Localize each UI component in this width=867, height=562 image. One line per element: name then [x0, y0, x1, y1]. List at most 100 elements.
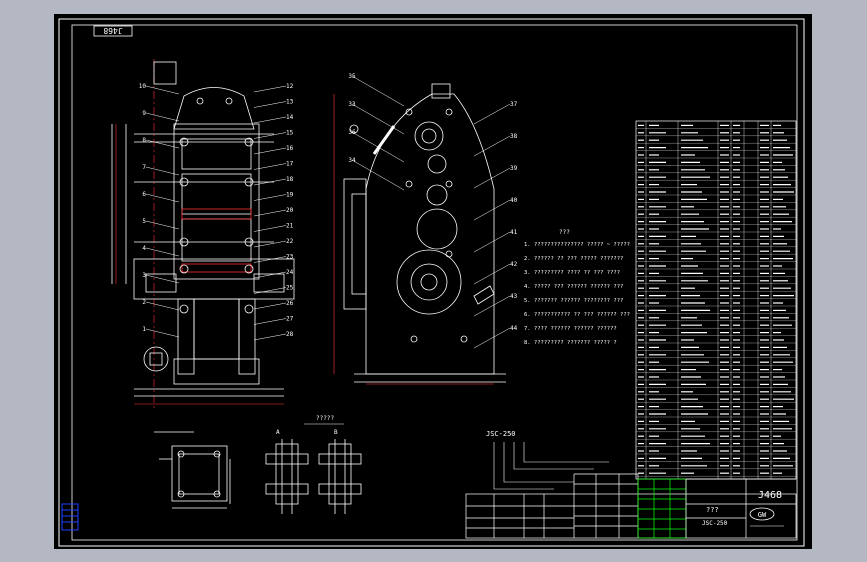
callout-balloon: 36: [348, 129, 405, 163]
front-section-view: [111, 59, 295, 409]
callout-balloon: 43: [473, 293, 518, 317]
svg-text:B: B: [334, 429, 338, 436]
callout-number: 20: [286, 207, 294, 214]
callout-balloon: 9: [142, 110, 180, 122]
callout-number: 1: [142, 326, 146, 333]
callout-number: 15: [286, 130, 294, 137]
note-line: 4. ????? ??? ?????? ?????? ???: [524, 284, 623, 290]
callout-number: 21: [286, 223, 294, 230]
callout-balloon: 37: [473, 101, 518, 125]
title-block[interactable]: [465, 473, 797, 539]
company-logo: GW: [749, 507, 784, 527]
detail-view-b: B: [318, 429, 362, 514]
left-blue-legend: [61, 503, 79, 531]
callout-number: 7: [142, 164, 146, 171]
callout-number: 26: [286, 300, 294, 307]
callout-number: 40: [510, 197, 518, 204]
title-model: JSC-250: [702, 520, 728, 527]
side-view-callouts-right: 37 38 39 40 41 42 43 44: [473, 101, 518, 349]
drawing-canvas[interactable]: J468: [54, 14, 812, 549]
note-line: 3. ????????? ???? ?? ??? ????: [524, 270, 620, 276]
callout-balloon: 8: [142, 137, 180, 149]
callout-balloon: 7: [142, 164, 180, 176]
callout-number: 27: [286, 316, 294, 323]
callout-number: 23: [286, 254, 294, 261]
callout-balloon: 16: [253, 145, 294, 155]
callout-number: 12: [286, 83, 294, 90]
callout-balloon: 25: [253, 285, 294, 294]
callout-number: 9: [142, 110, 146, 117]
callout-balloon: 35: [348, 73, 405, 107]
callout-balloon: 2: [142, 299, 180, 311]
callout-balloon: 4: [142, 245, 180, 257]
callout-number: 43: [510, 293, 518, 300]
callout-balloon: 1: [142, 326, 180, 338]
note-line: 1. ??????????????? ????? ~ ?????: [524, 242, 630, 248]
callout-number: 5: [142, 218, 146, 225]
title-small: ???: [706, 506, 719, 514]
callout-balloon: 21: [253, 223, 294, 232]
callout-number: 2: [142, 299, 146, 306]
note-line: 6. ??????????? ?? ??? ?????? ???: [524, 312, 630, 318]
note-line: 5. ??????? ?????? ???????? ???: [524, 298, 623, 304]
callout-balloon: 12: [253, 83, 294, 93]
notes-heading: ???: [559, 229, 570, 236]
callout-balloon: 3: [142, 272, 180, 284]
callout-balloon: 15: [253, 130, 294, 139]
callout-balloon: 19: [253, 192, 294, 201]
callout-number: 33: [348, 101, 356, 108]
title-code: J468: [758, 490, 782, 501]
gearbox-drawing: J468: [58, 18, 805, 547]
callout-balloon: 23: [253, 254, 294, 263]
callout-number: 18: [286, 176, 294, 183]
callout-number: 6: [142, 191, 146, 198]
callout-number: 3: [142, 272, 146, 279]
callout-balloon: 5: [142, 218, 180, 230]
callout-balloon: 13: [253, 99, 294, 108]
callout-balloon: 27: [253, 316, 294, 325]
callout-balloon: 42: [473, 261, 518, 285]
callout-balloon: 14: [253, 114, 294, 124]
callout-number: 8: [142, 137, 146, 144]
callout-balloon: 17: [253, 161, 294, 170]
callout-number: 35: [348, 73, 356, 80]
callout-number: 37: [510, 101, 518, 108]
drawing-code-text: J468: [103, 26, 122, 35]
callout-number: 17: [286, 161, 294, 168]
detail-view-a: A: [265, 429, 309, 514]
callout-number: 38: [510, 133, 518, 140]
svg-text:GW: GW: [758, 511, 767, 519]
foundation-plan-view: [154, 431, 231, 509]
callout-number: 39: [510, 165, 518, 172]
callout-number: 10: [139, 83, 147, 90]
callout-balloon: 24: [253, 269, 294, 279]
side-elevation-view: [333, 83, 506, 385]
callout-number: 13: [286, 99, 294, 106]
callout-number: 24: [286, 269, 294, 276]
side-view-callouts-left: 35 33 36 34: [348, 73, 405, 191]
callout-balloon: 41: [473, 229, 518, 253]
callout-balloon: 26: [253, 300, 294, 310]
drawing-code-box: [93, 25, 133, 37]
callout-number: 44: [510, 325, 518, 332]
note-line: 2. ?????? ?? ??? ????? ???????: [524, 256, 623, 262]
callout-balloon: 38: [473, 133, 518, 157]
note-line: 8. ????????? ??????? ????? ?: [524, 340, 617, 346]
callout-balloon: 6: [142, 191, 180, 203]
callout-number: 28: [286, 331, 294, 338]
callout-balloon: 22: [253, 238, 294, 248]
callout-number: 36: [348, 129, 356, 136]
callout-number: 19: [286, 192, 294, 199]
parts-list-table[interactable]: [635, 120, 797, 480]
callout-number: 25: [286, 285, 294, 292]
sheet-inner-border: [71, 24, 798, 541]
front-view-callouts-left: 10 9 8 7 6 5 4 3 2 1: [139, 83, 180, 338]
callout-number: 42: [510, 261, 518, 268]
callout-number: 34: [348, 157, 356, 164]
section-label: ?????: [316, 415, 334, 422]
callout-balloon: 44: [473, 325, 518, 349]
front-view-callouts-right: 12 13 14 15 16 17 18 19 20 21 22 23 24 25 26 27 28: [253, 83, 294, 341]
notes-list: 1. ??????????????? ????? ~ ????? 2. ?????…: [524, 242, 630, 346]
callout-balloon: 20: [253, 207, 294, 217]
callout-number: 41: [510, 229, 518, 236]
